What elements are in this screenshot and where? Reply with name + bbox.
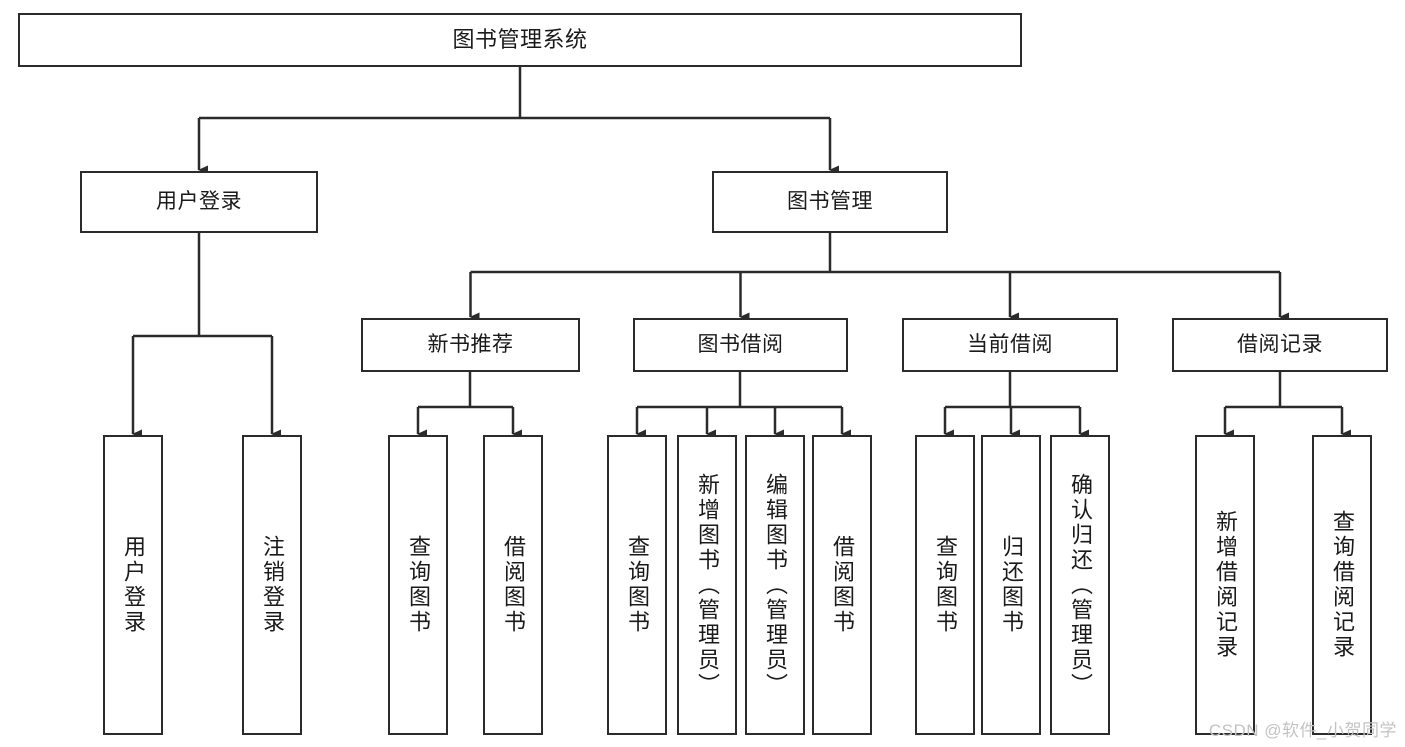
node-leaf-borrow-book-2[interactable]: 借阅图书 [812,435,872,735]
node-current-borrow[interactable]: 当前借阅 [902,318,1118,372]
node-label: 新增图书（管理员） [695,472,720,698]
node-label: 图书管理 [787,189,873,213]
node-leaf-add-record[interactable]: 新增借阅记录 [1195,435,1255,735]
node-label: 用户登录 [121,535,146,635]
node-root[interactable]: 图书管理系统 [18,13,1022,67]
node-leaf-query-book-2[interactable]: 查询图书 [607,435,667,735]
node-label: 借阅图书 [501,535,526,635]
node-leaf-confirm-return[interactable]: 确认归还（管理员） [1050,435,1110,735]
node-leaf-edit-book[interactable]: 编辑图书（管理员） [745,435,805,735]
node-leaf-query-book-1[interactable]: 查询图书 [388,435,448,735]
node-label: 用户登录 [156,189,242,213]
node-label: 新书推荐 [427,332,514,356]
node-leaf-return-book[interactable]: 归还图书 [981,435,1041,735]
node-leaf-query-book-3[interactable]: 查询图书 [915,435,975,735]
node-label: 查询图书 [933,535,958,635]
node-borrow-record[interactable]: 借阅记录 [1172,318,1388,372]
node-label: 归还图书 [999,535,1024,635]
node-leaf-user-logout[interactable]: 注销登录 [242,435,302,735]
node-label: 查询图书 [625,535,650,635]
node-leaf-borrow-book-1[interactable]: 借阅图书 [483,435,543,735]
node-user-login[interactable]: 用户登录 [80,171,318,233]
node-label: 编辑图书（管理员） [763,472,788,698]
node-label: 查询借阅记录 [1330,510,1355,660]
node-label: 图书借阅 [697,332,784,356]
node-label: 注销登录 [260,535,285,635]
node-new-book-rec[interactable]: 新书推荐 [361,318,580,372]
node-label: 查询图书 [406,535,431,635]
node-leaf-user-login[interactable]: 用户登录 [103,435,163,735]
node-leaf-add-book[interactable]: 新增图书（管理员） [677,435,737,735]
node-label: 图书管理系统 [452,27,588,53]
node-leaf-query-record[interactable]: 查询借阅记录 [1312,435,1372,735]
node-label: 借阅记录 [1237,332,1323,356]
node-label: 当前借阅 [967,332,1053,356]
watermark: CSDN @软件_小贺同学 [1208,721,1397,740]
node-label: 新增借阅记录 [1213,510,1238,660]
node-label: 借阅图书 [830,535,855,635]
edge-group [131,67,1351,439]
node-book-manage[interactable]: 图书管理 [712,171,948,233]
node-book-borrow[interactable]: 图书借阅 [633,318,848,372]
node-label: 确认归还（管理员） [1068,472,1093,698]
